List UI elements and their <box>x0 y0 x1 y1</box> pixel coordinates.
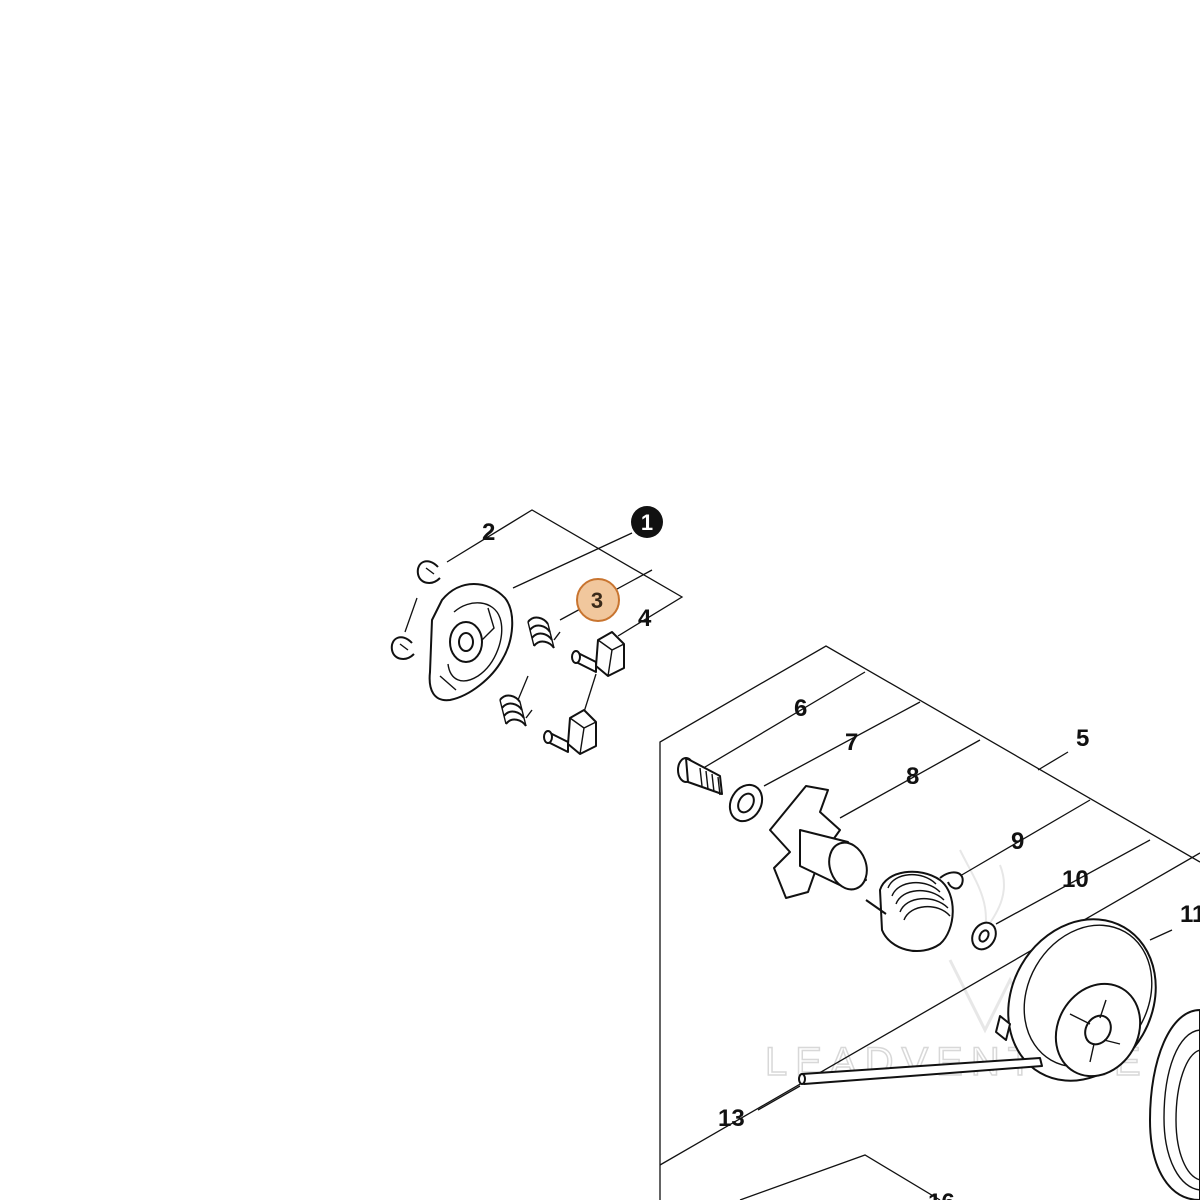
leader-13 <box>757 1085 801 1111</box>
callout-4[interactable]: 4 <box>638 605 652 632</box>
callout-10[interactable]: 10 <box>1062 866 1089 893</box>
leader-spring <box>517 675 529 701</box>
pawl-assembly-group: 2 1 3 4 <box>390 506 684 755</box>
e-clip-lower[interactable] <box>390 636 415 660</box>
leader-6 <box>699 671 866 771</box>
leader-9 <box>959 799 1091 877</box>
e-clip-upper[interactable] <box>416 560 441 584</box>
leader-7 <box>763 701 921 787</box>
callout-16[interactable]: 16 <box>928 1189 955 1200</box>
starter-rope-part[interactable] <box>798 1057 1043 1085</box>
callout-2[interactable]: 2 <box>482 519 495 546</box>
leader-11 <box>1149 929 1173 941</box>
leader-8 <box>839 739 981 819</box>
callout-6[interactable]: 6 <box>794 695 807 722</box>
leader-pawl <box>583 673 597 713</box>
pawl-lower[interactable] <box>543 709 597 755</box>
callout-3: 3 <box>591 588 603 613</box>
leader-1 <box>512 532 633 589</box>
rewind-spring-part[interactable] <box>865 870 964 953</box>
leader-2-frame <box>446 509 684 637</box>
pawl-carrier-part[interactable] <box>428 583 514 702</box>
pawl-spring-upper[interactable] <box>527 616 561 649</box>
washer-part[interactable] <box>724 779 769 827</box>
coil-cover-part[interactable] <box>1149 1009 1200 1200</box>
callout-13[interactable]: 13 <box>718 1105 745 1132</box>
small-washer-part[interactable] <box>967 918 1000 953</box>
leader-2-clip <box>404 597 418 633</box>
pawl-spring-lower[interactable] <box>499 694 533 727</box>
reel-frame <box>659 645 1200 1200</box>
callout-5[interactable]: 5 <box>1076 725 1089 752</box>
callout-3-badge[interactable]: 3 <box>576 578 620 622</box>
screw-part[interactable] <box>677 757 723 796</box>
callout-1-badge[interactable]: 1 <box>631 506 663 538</box>
leader-5 <box>1037 751 1069 771</box>
reel-frame-lower <box>659 852 1200 1166</box>
hub-part[interactable] <box>769 785 873 899</box>
reel-assembly-group: 6 7 8 5 9 10 11 13 16 <box>659 645 1200 1200</box>
leader-10 <box>995 839 1151 925</box>
reel-frame-bottom <box>739 1154 941 1200</box>
callout-9[interactable]: 9 <box>1011 828 1024 855</box>
pawl-upper[interactable] <box>571 631 625 677</box>
callout-7[interactable]: 7 <box>845 729 858 756</box>
rope-reel-part[interactable] <box>979 892 1184 1107</box>
callout-1: 1 <box>641 510 653 535</box>
callout-11[interactable]: 11 <box>1180 901 1200 928</box>
callout-8[interactable]: 8 <box>906 763 919 790</box>
